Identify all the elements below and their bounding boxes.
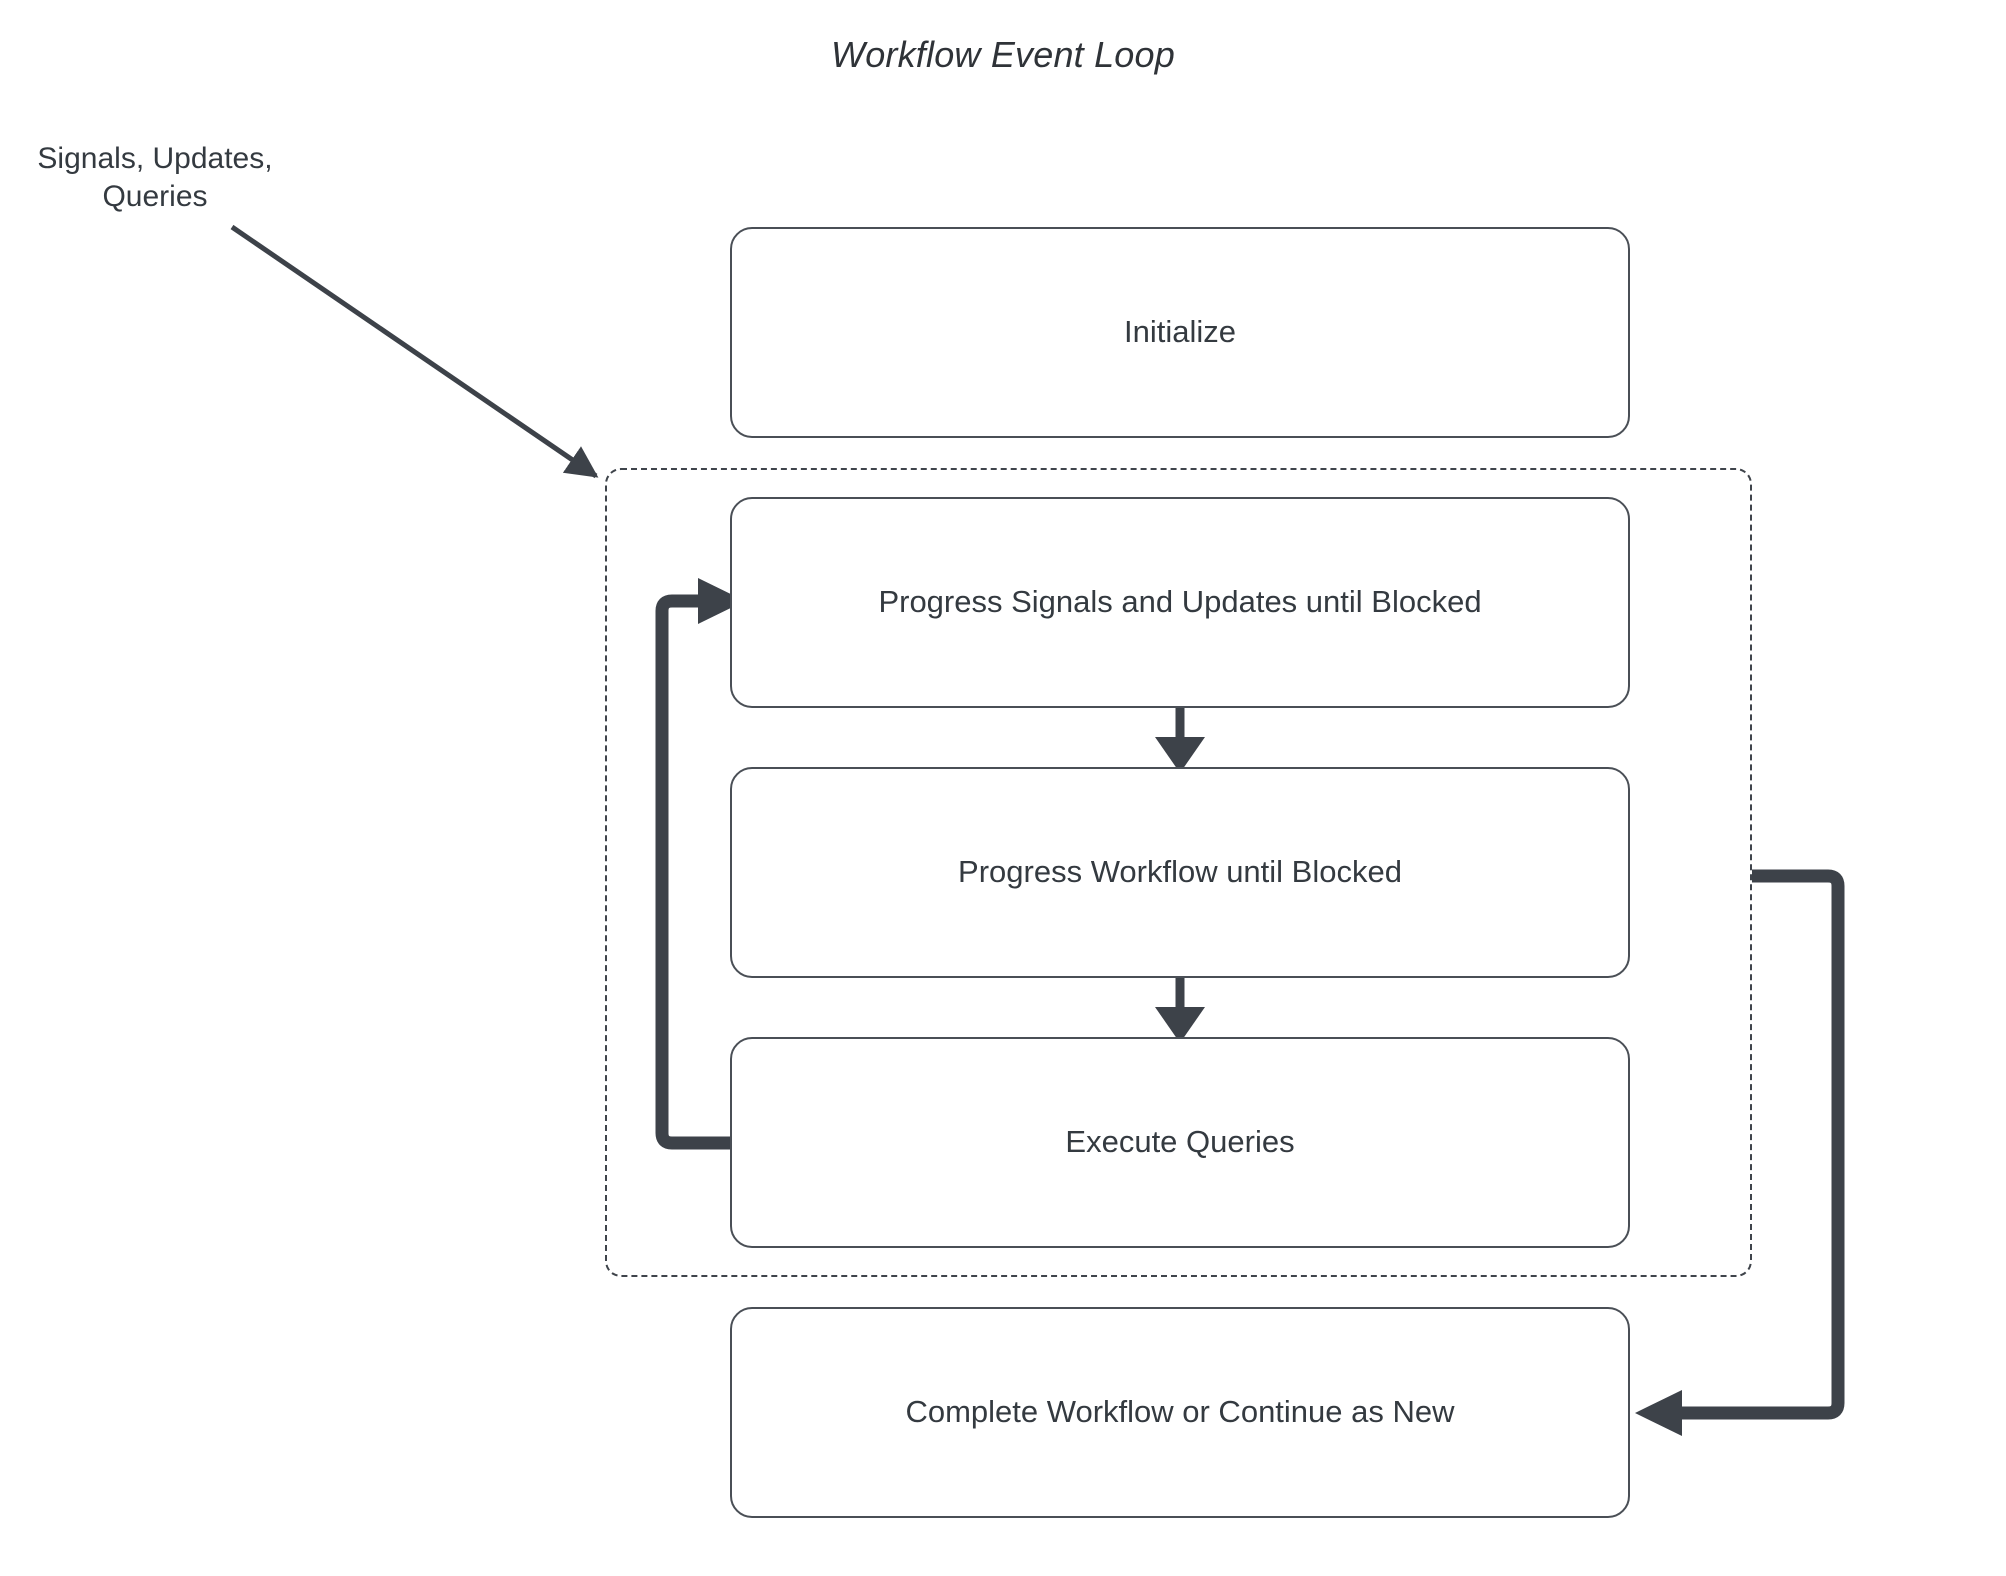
node-execute-queries[interactable]: Execute Queries bbox=[730, 1037, 1630, 1248]
edge-signals-to-workflow bbox=[1155, 708, 1205, 773]
edge-loop-to-complete bbox=[1635, 869, 1845, 1436]
node-complete-workflow[interactable]: Complete Workflow or Continue as New bbox=[730, 1307, 1630, 1518]
external-input-label: Signals, Updates, Queries bbox=[10, 140, 300, 217]
page-title: Workflow Event Loop bbox=[831, 34, 1175, 75]
external-input-label-line1: Signals, Updates, bbox=[37, 142, 273, 175]
edge-queries-loop-back bbox=[655, 578, 745, 1150]
node-initialize-label: Initialize bbox=[1124, 314, 1236, 350]
node-progress-signals[interactable]: Progress Signals and Updates until Block… bbox=[730, 497, 1630, 708]
node-progress-workflow-label: Progress Workflow until Blocked bbox=[958, 854, 1402, 890]
edge-workflow-to-queries bbox=[1155, 978, 1205, 1043]
node-progress-signals-label: Progress Signals and Updates until Block… bbox=[878, 584, 1482, 620]
edge-signals-into-loop bbox=[230, 224, 599, 479]
node-complete-workflow-label: Complete Workflow or Continue as New bbox=[905, 1394, 1455, 1430]
node-execute-queries-label: Execute Queries bbox=[1065, 1124, 1295, 1160]
node-progress-workflow[interactable]: Progress Workflow until Blocked bbox=[730, 767, 1630, 978]
external-input-label-line2: Queries bbox=[102, 180, 208, 214]
node-initialize[interactable]: Initialize bbox=[730, 227, 1630, 438]
